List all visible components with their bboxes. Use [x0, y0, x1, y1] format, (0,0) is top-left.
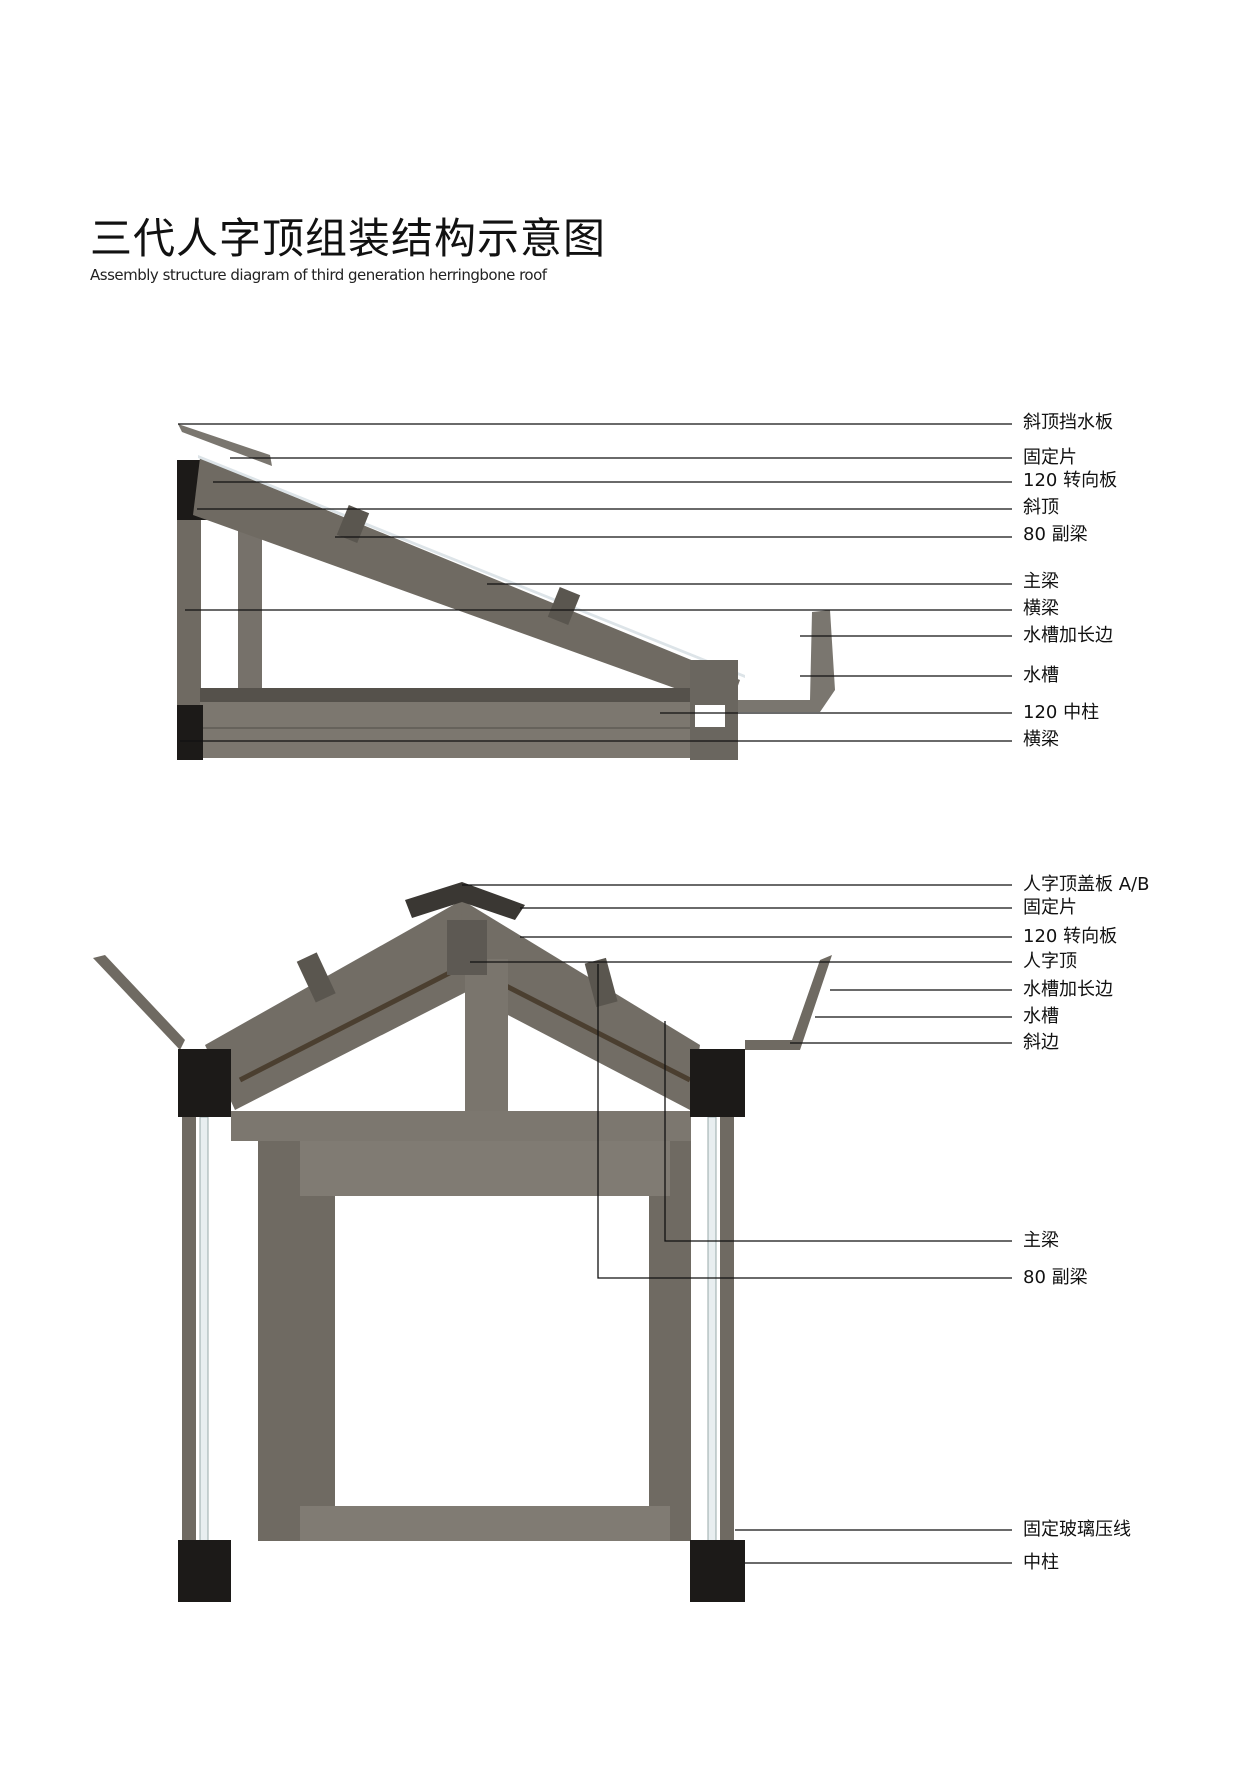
label-bevel-edge: 斜边 — [1023, 1032, 1059, 1053]
sub-beam-right — [584, 957, 618, 1008]
label-slope-water-baffle: 斜顶挡水板 — [1023, 412, 1113, 433]
left-roof-slope — [205, 900, 470, 1110]
label-cross-beam: 横梁 — [1023, 598, 1059, 619]
label-mid-post: 中柱 — [1023, 1552, 1059, 1573]
cross-beam-top — [200, 688, 695, 702]
label-slope-top: 斜顶 — [1023, 497, 1059, 518]
sub-beam-1 — [336, 505, 370, 543]
sub-beam-left — [296, 952, 336, 1003]
diagram2-leaders — [462, 884, 1012, 1564]
left-top-column — [178, 1049, 231, 1117]
label-gutter-2: 水槽 — [1023, 1006, 1059, 1027]
label-80-sub-beam: 80 副梁 — [1023, 524, 1088, 545]
page-title: 三代人字顶组装结构示意图 — [90, 214, 607, 263]
label-120-turning-plate: 120 转向板 — [1023, 470, 1118, 491]
page-subtitle: Assembly structure diagram of third gene… — [90, 266, 547, 284]
label-glass-bead: 固定玻璃压线 — [1023, 1519, 1131, 1540]
left-post-front — [182, 1117, 196, 1542]
right-post-front — [720, 1117, 734, 1542]
label-120-mid-post: 120 中柱 — [1023, 702, 1100, 723]
left-gutter — [93, 955, 185, 1050]
right-top-column — [690, 1049, 745, 1117]
left-bottom-column — [178, 1540, 231, 1602]
window-opening — [335, 1196, 649, 1506]
label-cross-beam-bottom: 横梁 — [1023, 729, 1059, 750]
label-main-beam: 主梁 — [1023, 571, 1059, 592]
glass-top — [198, 455, 745, 678]
gutter — [738, 610, 835, 712]
frame-mid-rail — [300, 1141, 670, 1196]
label-fixing-piece-2: 固定片 — [1023, 897, 1077, 918]
label-gutter: 水槽 — [1023, 665, 1059, 686]
herringbone-roof-drawing — [93, 882, 832, 1602]
label-gutter-extension-2: 水槽加长边 — [1023, 979, 1113, 1000]
label-gutter-extension: 水槽加长边 — [1023, 625, 1113, 646]
inner-post — [238, 525, 262, 700]
top-frame — [231, 1111, 691, 1141]
left-glass — [199, 1116, 209, 1543]
label-ridge: 人字顶 — [1023, 951, 1077, 972]
left-bottom-block — [177, 705, 203, 760]
right-glass — [707, 1116, 717, 1543]
water-baffle — [178, 424, 272, 466]
frame-right-stile — [649, 1141, 691, 1541]
right-roof-slope — [460, 900, 700, 1110]
label-120-turning-plate-2: 120 转向板 — [1023, 926, 1118, 947]
right-gutter — [745, 955, 832, 1050]
ridge-post — [465, 959, 508, 1111]
diagram1-leaders — [178, 423, 1012, 742]
label-main-beam-2: 主梁 — [1023, 1230, 1059, 1251]
main-beam — [193, 458, 740, 708]
label-ridge-cover-ab: 人字顶盖板 A/B — [1023, 874, 1150, 895]
sub-beam-2 — [547, 587, 581, 625]
slope-roof-drawing — [177, 424, 835, 760]
frame-bottom-rail — [300, 1506, 670, 1541]
ridge-cover — [405, 882, 525, 920]
frame-left-stile — [258, 1141, 335, 1541]
cross-beam — [200, 702, 690, 758]
label-fixing-piece: 固定片 — [1023, 447, 1077, 468]
label-80-sub-beam-2: 80 副梁 — [1023, 1267, 1088, 1288]
right-bottom-column — [690, 1540, 745, 1602]
